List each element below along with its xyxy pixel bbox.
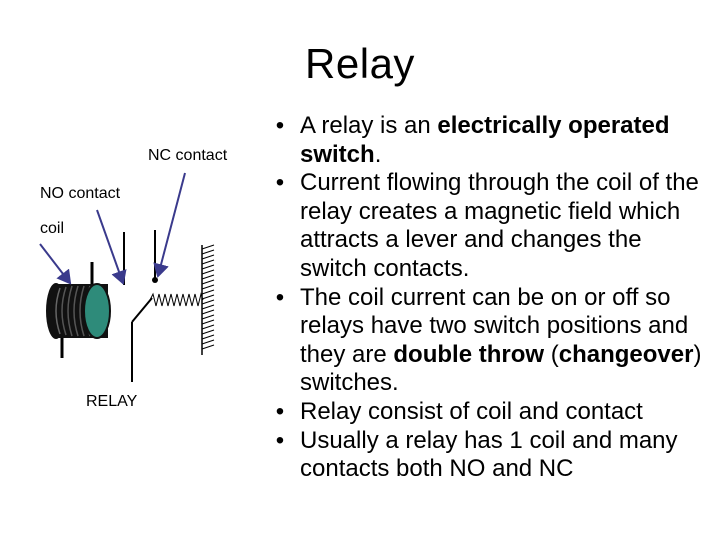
bullet-list: • A relay is an electrically operated swi… [268, 112, 708, 484]
bullet-text: ) switches. [300, 340, 702, 397]
wall-hatch-line [201, 299, 215, 305]
bullet-text: A relay is an [300, 112, 438, 139]
wall-hatch-line [201, 344, 215, 350]
wall-hatch-line [201, 249, 215, 255]
wall-hatch-line [201, 319, 215, 325]
nc-contact-arrow [153, 172, 186, 278]
wall-hatch-line [201, 279, 215, 285]
wall-hatch [201, 244, 215, 350]
bullet-text: Relay consist of coil and contact [300, 397, 643, 425]
wall-hatch-line [201, 334, 215, 340]
armature-lever [131, 297, 153, 323]
wall-hatch-line [201, 329, 215, 335]
bullet-dot: • [275, 397, 285, 425]
bullet-text: Usually a relay has 1 coil and many cont… [300, 426, 678, 483]
no-contact-arrow [96, 209, 127, 285]
bullet-dot: • [275, 112, 285, 139]
bullet-item: • The coil current can be on or off so re… [268, 284, 708, 398]
slide-title: Relay [0, 40, 720, 88]
nc-contact-label: NC contact [148, 147, 228, 164]
spring [149, 292, 204, 307]
wall-hatch-line [201, 254, 215, 260]
no-contact-label: NO contact [40, 185, 121, 202]
wall-hatch-line [201, 284, 215, 290]
nc-contact-point [152, 277, 158, 283]
bullet-bold-text: electrically operated switch [300, 112, 670, 168]
relay-label: RELAY [86, 393, 138, 410]
bullet-bold-text: changeover [558, 340, 694, 368]
bullet-text: ( [544, 340, 559, 368]
wall-hatch-line [201, 274, 215, 280]
coil-body [46, 283, 108, 339]
wall-hatch-line [201, 294, 215, 300]
bullet-dot: • [275, 426, 285, 454]
coil-arrow [39, 243, 72, 285]
bullet-item: • Current flowing through the coil of the… [268, 169, 708, 283]
bullet-text: Current flowing through the coil of the … [300, 169, 699, 282]
wall-hatch-line [201, 309, 215, 315]
wall-hatch-line [201, 289, 215, 295]
wall-hatch-line [201, 314, 215, 320]
bullet-dot: • [275, 283, 285, 311]
bullet-text: The coil current can be on or off so rel… [300, 283, 689, 368]
slide-title-text: Relay [305, 40, 415, 87]
bullet-item: • Relay consist of coil and contact [268, 398, 708, 427]
coil-front-face [83, 283, 111, 339]
wall-hatch-line [201, 324, 215, 330]
coil-label: coil [40, 220, 65, 237]
wall-hatch-line [201, 244, 215, 250]
bullet-dot: • [275, 169, 285, 197]
wall-hatch-line [201, 269, 215, 275]
bullet-item: • Usually a relay has 1 coil and many con… [268, 427, 708, 484]
bullet-bold-text: double throw [393, 340, 545, 368]
bullet-text: . [374, 140, 382, 168]
wall-hatch-line [201, 264, 215, 270]
wall-hatch-line [201, 259, 215, 265]
bullet-item: • A relay is an electrically operated swi… [268, 112, 708, 169]
wall-hatch-line [201, 339, 215, 345]
wall-hatch-line [201, 304, 215, 310]
